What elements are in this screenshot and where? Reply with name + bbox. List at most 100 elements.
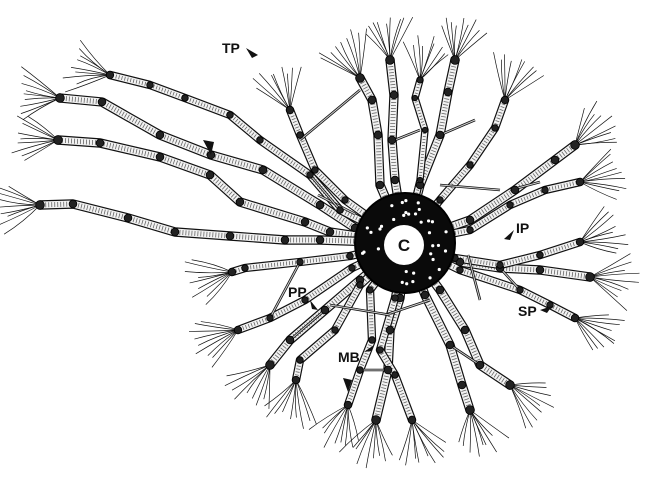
arm-band — [301, 218, 309, 226]
terminal-fibril — [590, 277, 627, 311]
terminal-fibril — [505, 71, 536, 100]
terminal-fibril — [420, 47, 443, 80]
central-dot — [438, 268, 441, 271]
arm-band — [542, 187, 549, 194]
arm-band — [312, 167, 319, 174]
terminal-knob — [501, 96, 508, 103]
terminal-fibril — [590, 254, 630, 277]
terminal-knob — [286, 106, 293, 113]
central-dot — [401, 201, 404, 204]
terminal-fibril — [366, 34, 390, 60]
connector-fiber-core — [330, 305, 390, 315]
terminal-knob — [372, 416, 381, 425]
terminal-knob — [571, 314, 578, 321]
arm-band — [326, 228, 334, 236]
terminal-knob — [576, 238, 583, 245]
arm-band — [436, 286, 444, 294]
central-dot — [412, 272, 415, 275]
arm-band — [412, 95, 418, 101]
terminal-fibril — [259, 73, 290, 110]
terminal-fibril — [510, 385, 546, 387]
terminal-knob — [576, 178, 583, 185]
arm-band — [259, 166, 267, 174]
terminal-fibril — [446, 18, 455, 60]
terminal-fibril — [575, 315, 609, 318]
central-dot — [377, 247, 380, 250]
arm-band — [297, 132, 304, 139]
terminal-fibril — [208, 330, 238, 356]
arm-band — [171, 228, 179, 236]
central-dot — [366, 226, 369, 229]
connector-fiber-core — [395, 130, 420, 140]
arm-band — [332, 327, 339, 334]
arrowhead-ip — [504, 230, 514, 240]
arm-band — [357, 367, 364, 374]
arm-band — [386, 326, 394, 334]
terminal-fibril — [24, 140, 58, 160]
terminal-fibril — [510, 385, 533, 427]
central-dot — [431, 244, 434, 247]
arm-band — [281, 236, 289, 244]
arm-band — [497, 262, 504, 269]
arm-band — [446, 341, 454, 349]
terminal-fibril — [580, 235, 626, 242]
terminal-fibril — [324, 405, 348, 433]
terminal-fibril — [580, 182, 617, 199]
connector-fiber-core — [290, 310, 325, 340]
central-dot — [404, 211, 407, 214]
terminal-fibril — [0, 192, 40, 205]
label-mb: MB — [338, 349, 360, 365]
terminal-knob — [266, 361, 275, 370]
label-tp: TP — [222, 40, 240, 56]
central-body: C — [355, 193, 455, 293]
arm-band — [337, 207, 344, 214]
terminal-knob — [356, 74, 365, 83]
terminal-fibril — [399, 420, 412, 460]
arm-band — [316, 236, 324, 244]
arm-band — [417, 177, 423, 183]
arm-band — [536, 266, 544, 274]
terminal-knob — [36, 201, 45, 210]
terminal-fibril — [494, 52, 505, 100]
central-dot — [418, 208, 421, 211]
arm-band — [517, 287, 524, 294]
central-dot — [431, 220, 434, 223]
central-dot — [428, 231, 431, 234]
terminal-fibril — [225, 365, 270, 386]
terminal-knob — [417, 77, 423, 83]
central-dot — [361, 252, 364, 255]
arm-band — [421, 291, 429, 299]
terminal-fibril — [360, 29, 367, 78]
arm-band — [316, 201, 324, 209]
arm-band — [422, 127, 428, 133]
terminal-fibril — [309, 405, 348, 430]
arm-band — [182, 95, 189, 102]
terminal-fibril — [470, 410, 509, 438]
arm-band — [236, 198, 244, 206]
arm-band — [226, 232, 234, 240]
terminal-fibril — [580, 206, 604, 242]
arm-band — [369, 337, 376, 344]
label-pp: PP — [288, 284, 307, 300]
terminal-knob — [344, 401, 351, 408]
arm-band — [388, 136, 396, 144]
central-dot — [427, 219, 430, 222]
terminal-fibril — [510, 385, 537, 420]
terminal-fibril — [65, 75, 110, 92]
terminal-knob — [56, 94, 65, 103]
terminal-fibril — [212, 330, 238, 367]
terminal-fibril — [79, 48, 110, 75]
central-dot — [405, 282, 408, 285]
arm-band — [297, 259, 304, 266]
terminal-knob — [586, 273, 595, 282]
terminal-knob — [106, 71, 113, 78]
terminal-fibril — [575, 318, 598, 349]
terminal-fibril — [253, 78, 290, 110]
terminal-fibril — [454, 26, 456, 60]
terminal-fibril — [0, 187, 40, 205]
terminal-knob — [234, 326, 241, 333]
arm-band — [267, 315, 274, 322]
arm-band — [257, 137, 264, 144]
